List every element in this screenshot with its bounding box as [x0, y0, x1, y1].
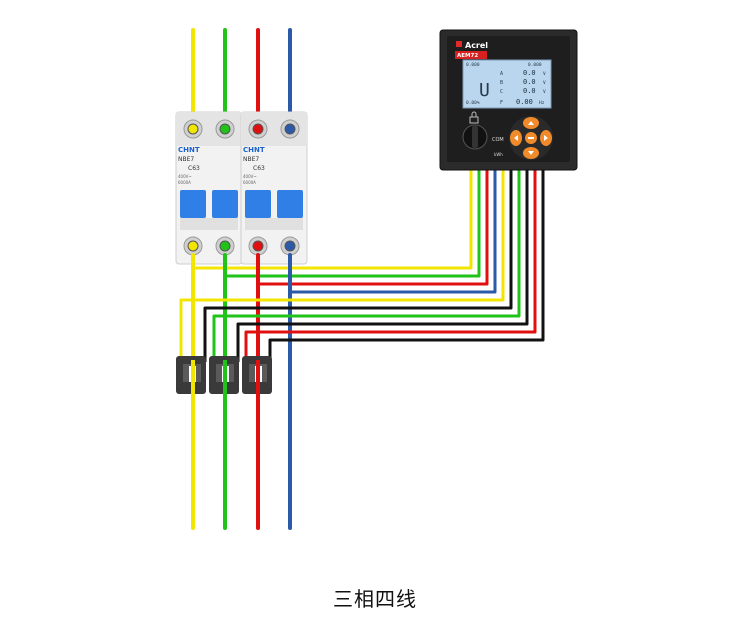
breaker-spec-2b: 6000A — [243, 180, 256, 185]
screen-row-b-value: 0.0 — [523, 78, 536, 86]
ct-wire-b-2 — [236, 168, 529, 362]
ct-wire-a-1 — [179, 168, 505, 362]
screen-bottom-left: 0.00% — [466, 100, 480, 106]
breaker-handle-2b[interactable] — [277, 190, 303, 218]
breaker-spec-2a: 400V~ — [243, 174, 257, 179]
screen-big-symbol: U — [479, 80, 490, 101]
screen-row-c-label: C — [500, 89, 503, 95]
breaker-model-1: NBE7 — [178, 156, 194, 163]
screen-row-f-label: F — [500, 100, 503, 106]
screen-row-c-value: 0.0 — [523, 87, 536, 95]
lock-icon — [469, 111, 479, 124]
breaker-unit-2: CHNT NBE7 C63 400V~ 6000A — [240, 111, 308, 265]
breaker-model-2: NBE7 — [243, 156, 259, 163]
arrow-left-icon — [514, 135, 518, 141]
screen-row-c-unit: V — [543, 89, 546, 95]
breaker-brand-1: CHNT — [178, 146, 200, 154]
current-transformers — [176, 356, 272, 395]
circuit-breaker: CHNT NBE7 C63 400V~ 6000A CHNT NBE7 C63 … — [175, 111, 308, 265]
breaker-spec-1b: 6000A — [178, 180, 191, 185]
screen-row-f-value: 0.00 — [516, 98, 533, 106]
ct-phase-a — [176, 356, 206, 395]
ct-phase-b — [209, 356, 239, 395]
breaker-rating-1: C63 — [188, 165, 200, 172]
keypad — [509, 116, 553, 160]
screen-row-f-unit: Hz — [539, 100, 545, 106]
ct-wire-b-1 — [212, 168, 521, 362]
kwh-label: kWh — [494, 152, 503, 157]
screen-top-left: 0.000 — [466, 62, 480, 68]
breaker-spec-1a: 400V~ — [178, 174, 192, 179]
enter-icon — [528, 137, 534, 139]
ct-wire-a-2 — [203, 168, 513, 362]
load-wires — [191, 253, 292, 530]
ct-wire-c-2 — [268, 168, 545, 362]
breaker-unit-1: CHNT NBE7 C63 400V~ 6000A — [175, 111, 243, 265]
screen-row-a-label: A — [500, 71, 503, 77]
meter-model: AEM72 — [457, 53, 478, 59]
selector-knob[interactable] — [462, 111, 488, 150]
ct-phase-c — [242, 356, 272, 395]
breaker-rating-2: C63 — [253, 165, 265, 172]
screen-row-b-label: B — [500, 80, 503, 86]
breaker-handle-2a[interactable] — [245, 190, 271, 218]
arrow-right-icon — [544, 135, 548, 141]
screen-row-a-unit: V — [543, 71, 546, 77]
meter-display: 0.000 0.000 U A 0.0 V B 0.0 V C 0.0 V 0.… — [462, 59, 552, 109]
breaker-handle-1a[interactable] — [180, 190, 206, 218]
meter-logo-icon — [456, 41, 462, 47]
ct-wires — [179, 168, 545, 362]
voltage-wire-n — [288, 168, 497, 294]
energy-meter: Acrel AEM72 0.000 0.000 U A 0.0 V B 0.0 … — [439, 29, 578, 171]
meter-brand: Acrel — [465, 41, 488, 50]
com-label: COM — [492, 137, 504, 143]
ct-wire-c-1 — [244, 168, 537, 362]
screen-row-b-unit: V — [543, 80, 546, 86]
arrow-up-icon — [528, 121, 534, 125]
breaker-handle-1b[interactable] — [212, 190, 238, 218]
arrow-down-icon — [528, 151, 534, 155]
screen-top-right: 0.000 — [528, 62, 542, 68]
breaker-brand-2: CHNT — [243, 146, 265, 154]
screen-row-a-value: 0.0 — [523, 69, 536, 77]
diagram-caption: 三相四线 — [333, 587, 417, 611]
